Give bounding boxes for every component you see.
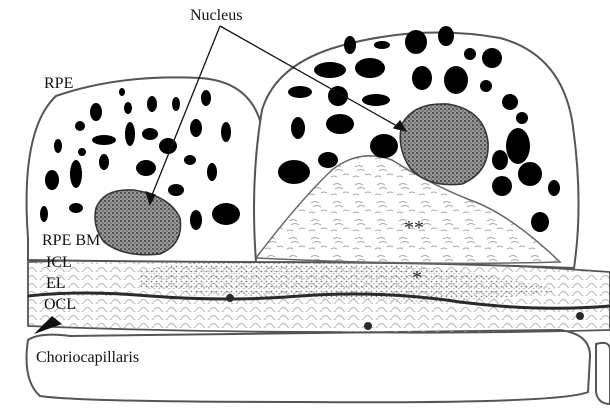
icl-label: ICL: [46, 254, 72, 271]
double-asterisk-marker: **: [404, 217, 424, 239]
single-asterisk-marker: *: [412, 267, 422, 289]
nucleus-label: Nucleus: [190, 7, 242, 24]
bruchs-membrane-band: [28, 258, 610, 333]
el-label: EL: [46, 275, 66, 292]
rpe-bm-label: RPE BM: [42, 232, 100, 249]
rpe-label: RPE: [44, 75, 73, 92]
choriocapillaris-label: Choriocapillaris: [36, 349, 139, 366]
ocl-label: OCL: [44, 296, 76, 313]
choriocapillaris-region: [27, 330, 610, 404]
